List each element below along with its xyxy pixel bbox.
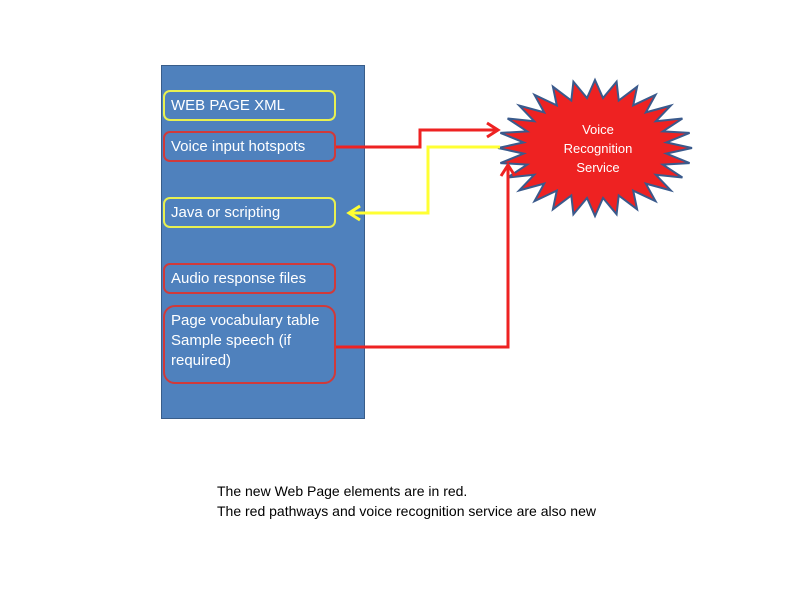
box-label: Page vocabulary table Sample speech (if …	[171, 312, 320, 369]
arrowhead-right-icon	[486, 121, 501, 139]
box-label: Voice input hotspots	[171, 138, 306, 155]
service-line: Recognition	[563, 141, 633, 156]
arrowhead-up-icon	[499, 162, 517, 177]
voice-recognition-starburst	[497, 77, 693, 219]
page-vocabulary-box: Page vocabulary table Sample speech (if …	[163, 305, 336, 384]
red-pathway-hotspots	[336, 128, 497, 149]
box-label: WEB PAGE XML	[171, 97, 285, 114]
caption-line: The red pathways and voice recognition s…	[217, 503, 596, 519]
box-label: Java or scripting	[171, 204, 281, 221]
web-page-xml-box: WEB PAGE XML	[163, 90, 336, 121]
arrowhead-left-icon	[346, 204, 361, 222]
voice-recognition-service-label: Voice Recognition Service	[548, 120, 648, 177]
box-label: Audio response files	[171, 270, 307, 287]
service-line: Voice	[582, 122, 614, 137]
red-pathway-vocabulary	[336, 166, 510, 349]
yellow-pathway-scripting	[350, 145, 500, 215]
caption-line: The new Web Page elements are in red.	[217, 483, 468, 499]
web-page-panel	[161, 65, 365, 419]
audio-response-files-box: Audio response files	[163, 263, 336, 294]
voice-input-hotspots-box: Voice input hotspots	[163, 131, 336, 162]
caption: The new Web Page elements are in red. Th…	[217, 481, 596, 521]
service-line: Service	[576, 160, 620, 175]
java-scripting-box: Java or scripting	[163, 197, 336, 228]
